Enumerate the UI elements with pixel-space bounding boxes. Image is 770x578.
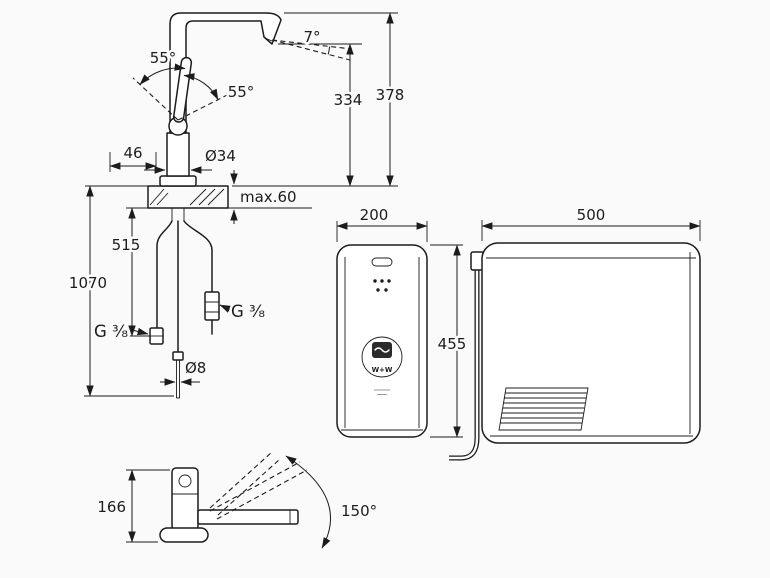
swivel-body-detail bbox=[178, 474, 192, 488]
swivel-top-view: 166 150° bbox=[95, 451, 380, 549]
lever-angle-arcs bbox=[139, 63, 219, 101]
fine-print-lines bbox=[374, 389, 390, 395]
thread-size-left-label: G ³⁄₈ bbox=[94, 322, 128, 341]
aerator-line bbox=[264, 37, 273, 42]
body-cylinder bbox=[166, 132, 190, 177]
vent-grille bbox=[498, 387, 589, 431]
thread-size-right-label: G ³⁄₈ bbox=[231, 302, 265, 321]
indicator-dots bbox=[373, 279, 391, 292]
extension-lines bbox=[84, 12, 398, 397]
cooling-hose bbox=[449, 270, 480, 461]
chiller-side-view: 500 bbox=[449, 204, 701, 461]
dim-hose-1070-label: 1070 bbox=[69, 274, 107, 292]
dim-spout-tilt-label: 7° bbox=[303, 28, 320, 46]
swivel-body bbox=[171, 467, 199, 531]
dim-total-height-label: 378 bbox=[376, 86, 405, 104]
spout-angle-annotation bbox=[271, 39, 353, 61]
brand-logo-icon bbox=[374, 347, 390, 353]
display-ring bbox=[361, 336, 403, 378]
counter-hatch bbox=[149, 188, 225, 206]
swivel-range-dashes bbox=[209, 451, 308, 520]
swivel-escutcheon bbox=[159, 527, 209, 543]
supply-hose-left bbox=[156, 220, 173, 329]
dim-body-diameter-label: Ø34 bbox=[205, 147, 236, 165]
dim-hose-515-label: 515 bbox=[112, 236, 141, 254]
display-slot bbox=[371, 257, 393, 267]
dimension-lines bbox=[86, 12, 394, 397]
chiller-front-body bbox=[336, 244, 428, 438]
chiller-front-view: W+W 200 455 bbox=[336, 204, 469, 438]
filter-hose-fitting bbox=[172, 351, 184, 361]
dim-filter-hose-diameter-label: Ø8 bbox=[185, 359, 206, 377]
supply-hose-right bbox=[183, 220, 213, 293]
swivel-arc bbox=[285, 455, 331, 549]
lever-range-dashes bbox=[132, 77, 234, 121]
dim-chiller-height-label: 455 bbox=[438, 335, 467, 353]
counter-section bbox=[147, 185, 229, 209]
dim-lever-angle-right-label: 55° bbox=[228, 83, 255, 101]
dim-chiller-depth-label: 500 bbox=[577, 206, 606, 224]
under-counter-hoses bbox=[149, 220, 220, 399]
dim-chiller-width-label: 200 bbox=[360, 206, 389, 224]
faucet-side-view: 55° 55° 7° 334 378 46 Ø34 max.60 515 107… bbox=[66, 12, 407, 399]
dim-lever-angle-left-label: 55° bbox=[150, 49, 177, 67]
check-valve bbox=[204, 291, 220, 321]
dim-lever-offset-label: 46 bbox=[123, 144, 142, 162]
dim-swivel-range-label: 150° bbox=[341, 502, 377, 520]
display-label: W+W bbox=[372, 366, 393, 374]
dim-deck-thickness-label: max.60 bbox=[240, 188, 297, 206]
escutcheon bbox=[159, 175, 197, 187]
dim-spout-height-label: 334 bbox=[334, 91, 363, 109]
swivel-spout-bar bbox=[197, 509, 299, 525]
dim-base-depth-label: 166 bbox=[97, 498, 126, 516]
